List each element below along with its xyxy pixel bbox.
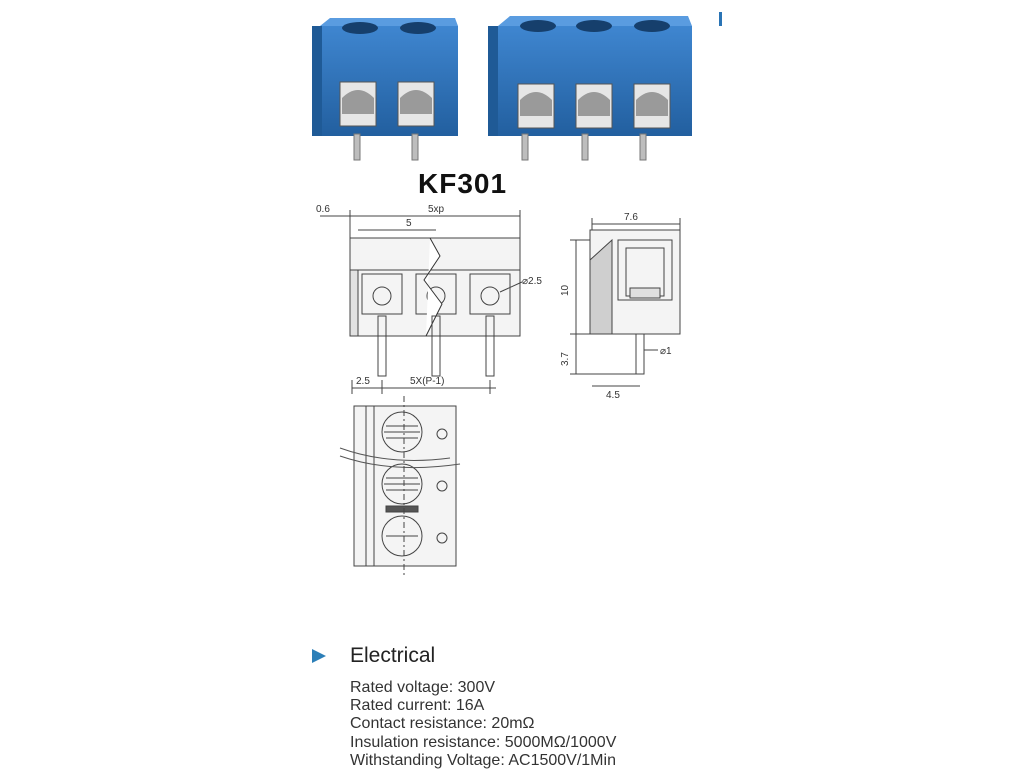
dimension-drawing: 0.6 5xp 5 ⌀2.5 2.5 5X(P-1) 7.6 10 3.7 ⌀1… (316, 204, 681, 576)
dim-pin-length: 3.7 (560, 352, 571, 366)
dim-pin-offset: 4.5 (606, 390, 620, 401)
section-arrow-icon (312, 649, 326, 663)
spec-rated-voltage: Rated voltage: 300V (350, 679, 496, 696)
terminal-block-3pin-photo (488, 16, 692, 161)
blue-edge-mark (719, 12, 722, 26)
dim-span: 5X(P-1) (410, 376, 444, 387)
electrical-heading: Electrical (350, 644, 436, 667)
dim-height: 10 (560, 284, 571, 296)
spec-insulation-resistance: Insulation resistance: 5000MΩ/1000V (350, 734, 617, 751)
dim-depth: 7.6 (624, 212, 638, 223)
spec-rated-current: Rated current: 16A (350, 697, 485, 714)
dim-pin-diameter: ⌀1 (660, 346, 672, 357)
dim-flange: 0.6 (316, 204, 330, 215)
model-title: KF301 (418, 168, 508, 199)
dim-edge: 2.5 (356, 376, 370, 387)
spec-contact-resistance: Contact resistance: 20mΩ (350, 715, 535, 732)
dim-pitch: 5 (406, 218, 412, 229)
spec-withstanding-voltage: Withstanding Voltage: AC1500V/1Min (350, 752, 616, 769)
terminal-block-2pin-photo (312, 18, 458, 161)
dim-hole: ⌀2.5 (522, 276, 542, 287)
product-photos (312, 16, 692, 161)
dim-total: 5xp (428, 204, 445, 215)
